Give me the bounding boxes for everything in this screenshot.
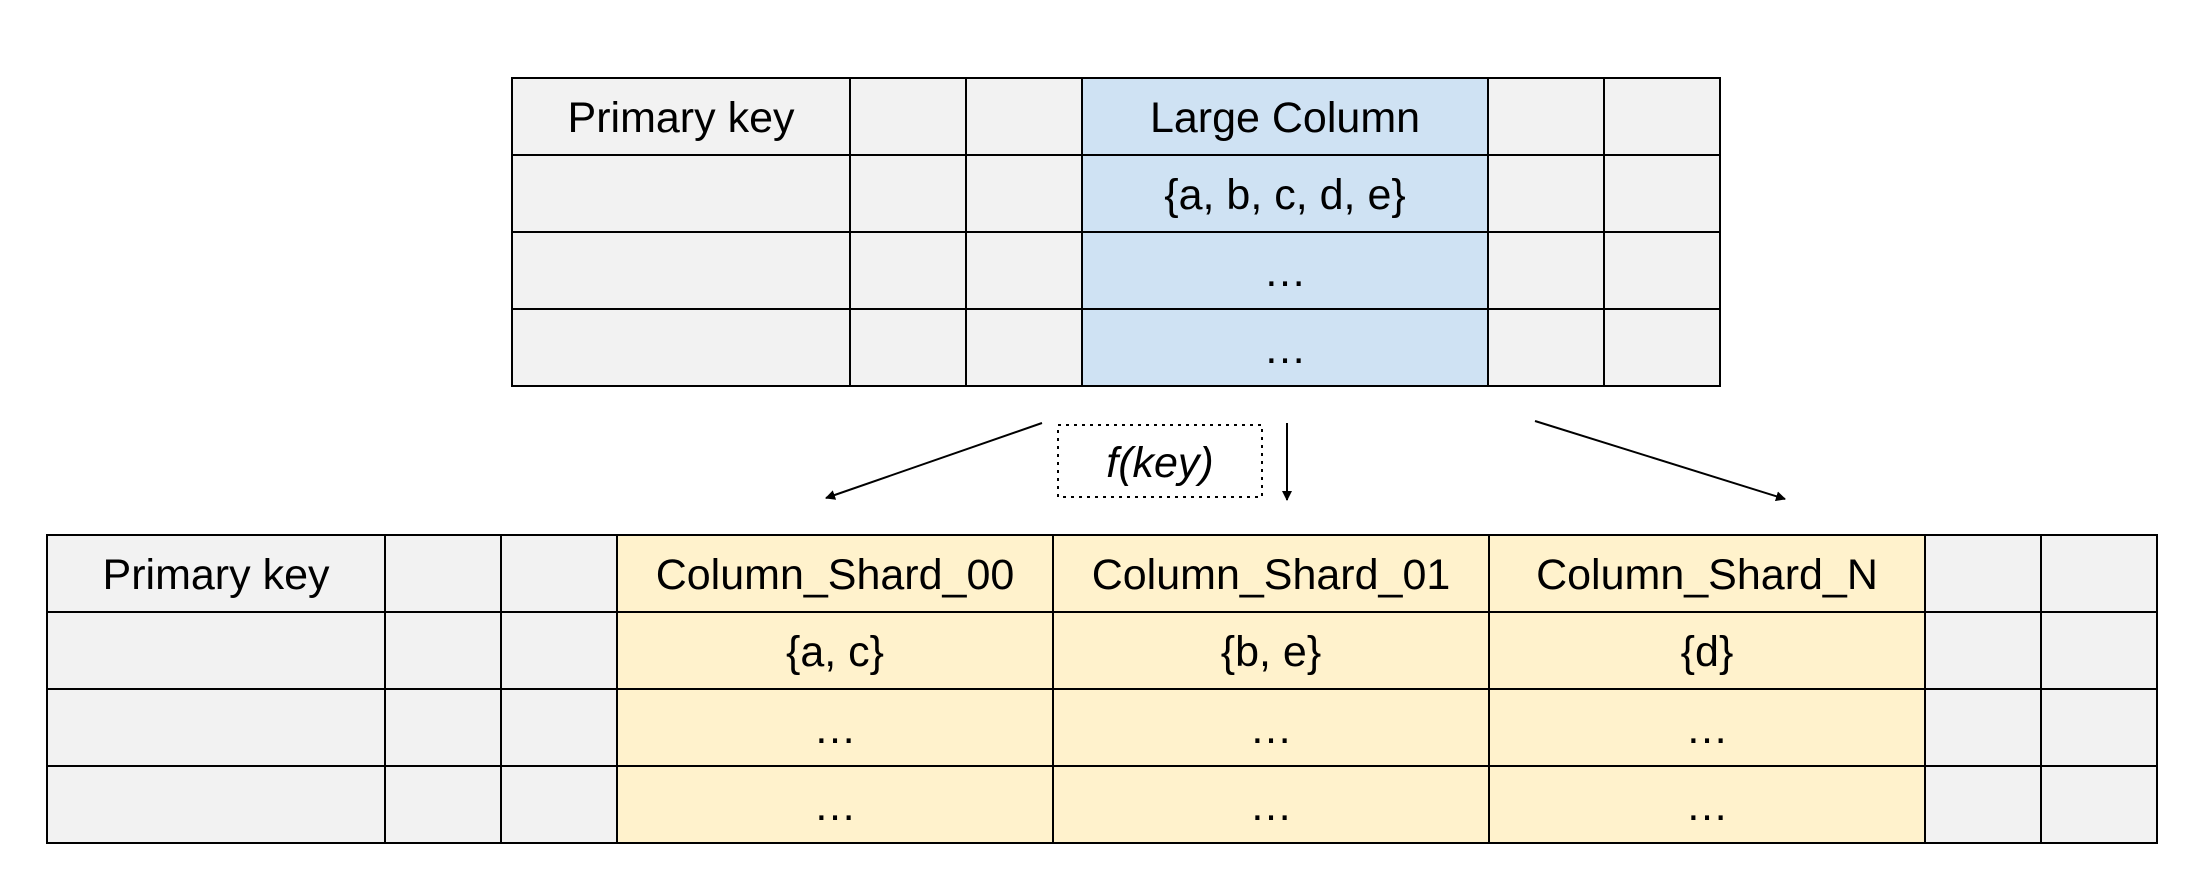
shard-cell [1488, 688, 1926, 767]
source-header-cell [849, 77, 967, 156]
sharded-header-cell [1924, 534, 2042, 613]
source-row-cell [511, 154, 851, 233]
source-row-cell [965, 154, 1083, 233]
sharded-row-cell [1924, 611, 2042, 690]
left-arrow [825, 422, 1043, 500]
source-header-primary-key-cell [511, 77, 851, 156]
shard-01-value: … [1250, 782, 1293, 830]
sharded-row-cell [1924, 765, 2042, 844]
source-large-column-label: Large Column [1150, 94, 1420, 142]
sharded-row-cell [500, 688, 618, 767]
source-large-column-value: … [1264, 248, 1307, 296]
shard-n-label: Column_Shard_N [1536, 551, 1878, 599]
source-row-cell [1603, 308, 1721, 387]
source-row-cell [1487, 308, 1605, 387]
source-large-column-cell [1081, 231, 1489, 310]
source-large-column-value: {a, b, c, d, e} [1164, 171, 1405, 219]
shard-00-value: {a, c} [786, 628, 884, 676]
shard-n-value: {d} [1681, 628, 1734, 676]
source-header-cell [1487, 77, 1605, 156]
source-row-cell [1603, 154, 1721, 233]
shard-header-cell [616, 534, 1054, 613]
source-large-column-cell [1081, 154, 1489, 233]
sharded-row-cell [1924, 688, 2042, 767]
shard-00-value: … [814, 782, 857, 830]
source-row-cell [1603, 231, 1721, 310]
shard-00-value: … [814, 705, 857, 753]
source-large-column-value: … [1264, 325, 1307, 373]
shard-header-cell [1488, 534, 1926, 613]
sharded-header-cell [384, 534, 502, 613]
shard-cell [616, 688, 1054, 767]
function-box [1057, 424, 1263, 498]
source-large-column-cell [1081, 308, 1489, 387]
source-row-cell [965, 231, 1083, 310]
shard-n-value: … [1686, 705, 1729, 753]
source-header-cell [965, 77, 1083, 156]
sharded-row-cell [384, 765, 502, 844]
shard-cell [1488, 611, 1926, 690]
shard-cell [1052, 611, 1490, 690]
sharded-row-cell [46, 688, 386, 767]
sharded-header-cell [2040, 534, 2158, 613]
sharded-row-cell [46, 765, 386, 844]
sharded-row-cell [384, 688, 502, 767]
shard-cell [1052, 688, 1490, 767]
source-row-cell [849, 154, 967, 233]
source-row-cell [965, 308, 1083, 387]
sharded-row-cell [2040, 765, 2158, 844]
sharded-row-cell [2040, 611, 2158, 690]
shard-cell [1488, 765, 1926, 844]
sharded-header-primary-key-cell [46, 534, 386, 613]
source-row-cell [849, 308, 967, 387]
sharded-row-cell [384, 611, 502, 690]
source-row-cell [849, 231, 967, 310]
right-arrow [1534, 420, 1786, 502]
source-row-cell [511, 308, 851, 387]
sharding-arrows: f(key) [825, 420, 1786, 502]
source-primary-key-label: Primary key [568, 94, 795, 142]
sharded-row-cell [46, 611, 386, 690]
shard-01-label: Column_Shard_01 [1092, 551, 1451, 599]
sharded-primary-key-label: Primary key [103, 551, 330, 599]
source-row-cell [511, 231, 851, 310]
sharded-table: Primary key Column_Shard_00 {a, c} … … C… [46, 534, 2158, 844]
source-header-large-column-cell [1081, 77, 1489, 156]
shard-header-cell [1052, 534, 1490, 613]
shard-00-label: Column_Shard_00 [656, 551, 1015, 599]
shard-01-value: … [1250, 705, 1293, 753]
source-header-cell [1603, 77, 1721, 156]
sharded-row-cell [2040, 688, 2158, 767]
function-label: f(key) [1106, 439, 1214, 487]
shard-01-value: {b, e} [1221, 628, 1321, 676]
sharded-row-cell [500, 765, 618, 844]
source-table: Primary key Large Column {a, b, c, d, e}… [511, 77, 1721, 387]
sharded-row-cell [500, 611, 618, 690]
source-row-cell [1487, 231, 1605, 310]
sharded-header-cell [500, 534, 618, 613]
source-row-cell [1487, 154, 1605, 233]
shard-n-value: … [1686, 782, 1729, 830]
